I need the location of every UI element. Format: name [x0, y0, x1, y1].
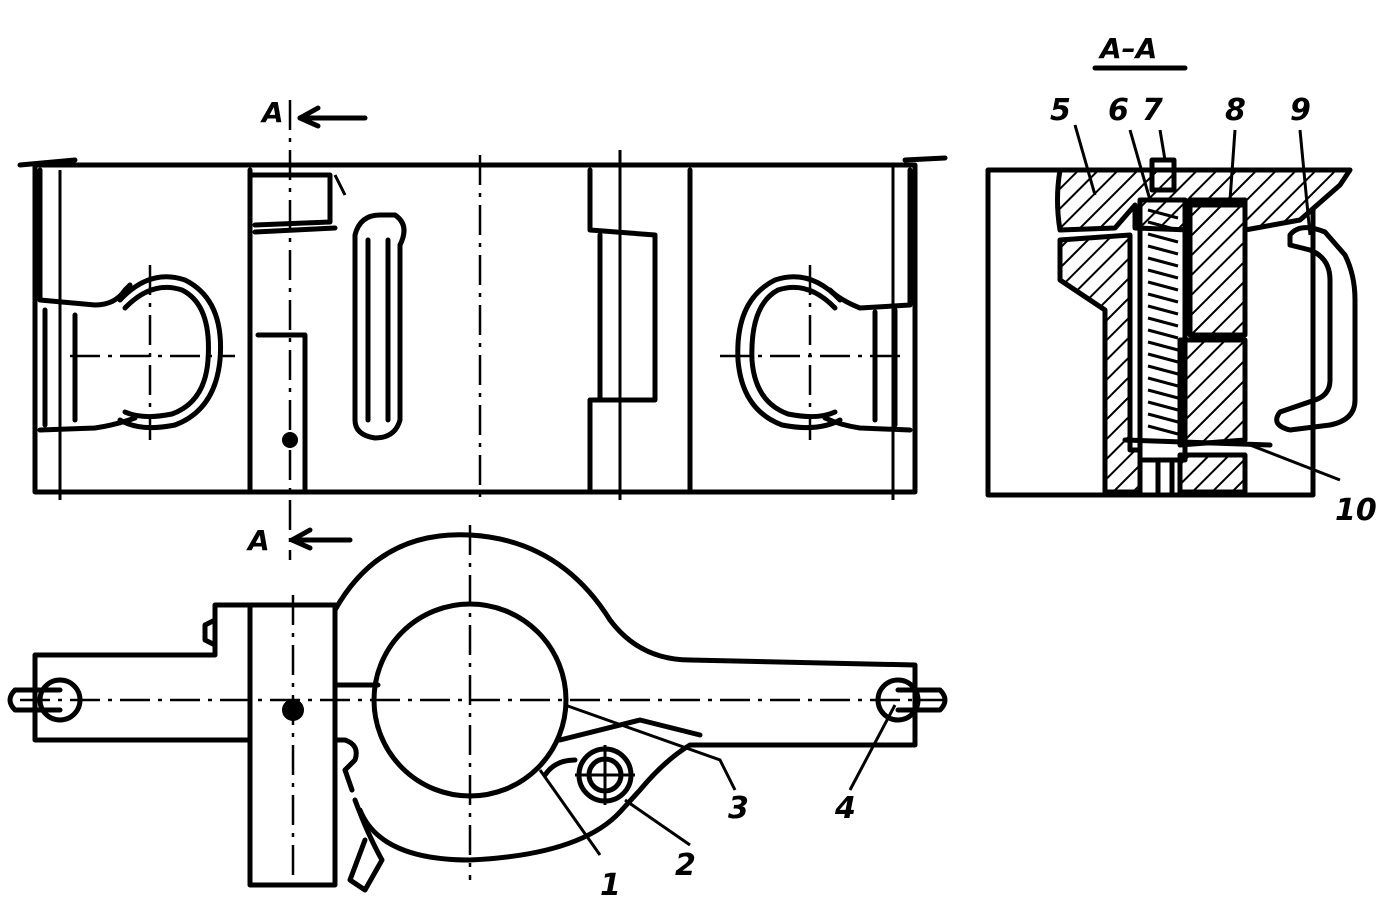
callout-3: 3: [728, 791, 749, 826]
left-plate: [247, 100, 407, 560]
callout-1: 1: [600, 868, 621, 900]
handle: [1274, 225, 1358, 433]
callout-7: 7: [1142, 93, 1163, 128]
clamp-body-top: [1055, 167, 1353, 233]
callout-2: 2: [675, 848, 696, 883]
base-right: [1177, 452, 1248, 495]
callout-6: 6: [1108, 93, 1129, 128]
clamp-arm: [332, 532, 918, 863]
callout-8: 8: [1225, 93, 1246, 128]
right-end-pin: [875, 677, 948, 723]
svg-text:A: A: [246, 524, 270, 557]
section-view: A–A 5 6 7 8 9 10: [985, 32, 1377, 528]
section-marker-bottom: A: [246, 524, 353, 557]
insert-block: [1187, 202, 1248, 338]
front-view-outline: [32, 162, 918, 495]
right-bracket: [720, 165, 913, 500]
washer: [1122, 437, 1273, 448]
plan-view: 1 2 3 4: [7, 525, 948, 900]
leader-10: [1249, 443, 1341, 482]
left-end-pin: [7, 677, 83, 723]
front-view: A A: [17, 96, 948, 560]
front-right-lip: [902, 155, 948, 163]
section-title: A–A: [1098, 32, 1157, 65]
svg-text:A: A: [260, 96, 284, 129]
right-plate: [587, 150, 693, 500]
section-marker-top: A: [260, 96, 368, 129]
callout-10: 10: [1335, 493, 1377, 528]
callout-4: 4: [834, 791, 856, 826]
spring: [1137, 157, 1188, 495]
clamp-body-main: [1057, 232, 1143, 495]
eccentric: [542, 717, 703, 805]
left-bracket: [37, 167, 235, 500]
insert-lower: [1177, 337, 1248, 448]
front-left-lip: [17, 157, 78, 168]
callout-5: 5: [1050, 93, 1071, 128]
callout-9: 9: [1290, 93, 1311, 128]
